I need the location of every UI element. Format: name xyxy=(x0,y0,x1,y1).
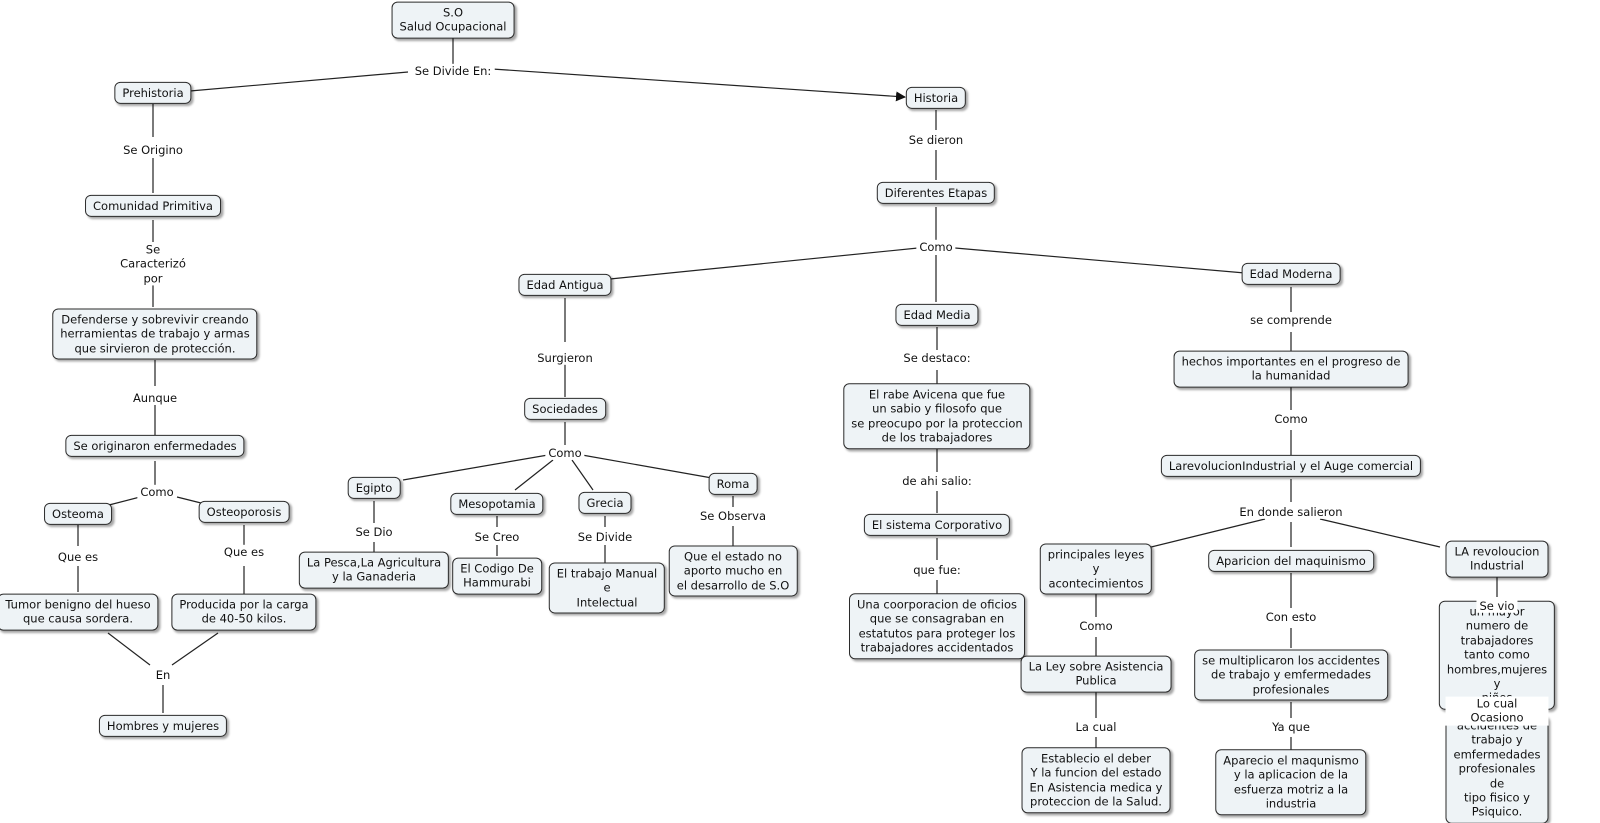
concept-pesca[interactable]: La Pesca,La Agricultura y la Ganaderia xyxy=(298,551,450,589)
concept-prehistoria[interactable]: Prehistoria xyxy=(114,81,192,105)
link-de-ahi-salio: de ahi salio: xyxy=(899,473,975,489)
concept-historia[interactable]: Historia xyxy=(905,86,967,110)
link-se-divide-2: Se Divide xyxy=(574,529,636,545)
concept-enfermedades[interactable]: Se originaron enfermedades xyxy=(65,434,245,458)
concept-principales-leyes[interactable]: principales leyes y acontecimientos xyxy=(1039,543,1153,595)
concept-hechos[interactable]: hechos importantes en el progreso de la … xyxy=(1173,350,1409,388)
link-que-es-1: Que es xyxy=(54,549,102,565)
link-se-dieron: Se dieron xyxy=(905,132,967,148)
concept-sociedades[interactable]: Sociedades xyxy=(524,397,606,421)
concept-coorporacion[interactable]: Una coorporacion de oficios que se consa… xyxy=(849,593,1025,659)
link-aunque: Aunque xyxy=(129,390,181,406)
link-ya-que: Ya que xyxy=(1269,719,1313,735)
concept-multiplicaron[interactable]: se multiplicaron los accidentes de traba… xyxy=(1194,649,1388,701)
link-lo-cual-ocasiono: Lo cual Ocasiono xyxy=(1445,696,1549,726)
link-se-divide: Se Divide En: xyxy=(411,63,495,79)
concept-mesopotamia[interactable]: Mesopotamia xyxy=(450,492,544,516)
link-se-origino: Se Origino xyxy=(120,142,186,158)
concept-estado[interactable]: Que el estado no aporto mucho en el desa… xyxy=(668,545,798,597)
concept-avicena[interactable]: El rabe Avicena que fue un sabio y filos… xyxy=(843,383,1031,449)
concept-mayor-numero[interactable]: un mayor numero de trabajadores tanto co… xyxy=(1438,600,1556,710)
link-en: En xyxy=(152,667,174,683)
concept-ley-asistencia[interactable]: La Ley sobre Asistencia Publica xyxy=(1020,655,1172,693)
link-se-caracterizo: Se Caracterizó por xyxy=(117,242,189,286)
link-se-observa: Se Observa xyxy=(696,508,770,524)
link-como-leyes: Como xyxy=(1076,618,1116,634)
concept-grecia[interactable]: Grecia xyxy=(578,491,632,515)
concept-establecio[interactable]: Establecio el deber Y la funcion del est… xyxy=(1021,747,1171,813)
link-como-enfermedades: Como xyxy=(137,484,177,500)
link-que-es-2: Que es xyxy=(220,544,268,560)
link-surgieron: Surgieron xyxy=(534,350,596,366)
concept-roma[interactable]: Roma xyxy=(708,472,758,496)
concept-root[interactable]: S.O Salud Ocupacional xyxy=(391,1,515,39)
link-en-donde-salieron: En donde salieron xyxy=(1236,504,1346,520)
concept-maquinismo[interactable]: Aparicion del maquinismo xyxy=(1208,549,1374,573)
concept-revolucion-industrial[interactable]: LarevolucionIndustrial y el Auge comerci… xyxy=(1160,454,1422,478)
concept-accidentes[interactable]: accidentes de trabajo y emfermedades pro… xyxy=(1445,714,1549,823)
link-como-etapas: Como xyxy=(916,239,956,255)
concept-diferentes-etapas[interactable]: Diferentes Etapas xyxy=(876,181,996,205)
concept-aparecio[interactable]: Aparecio el maqunismo y la aplicacion de… xyxy=(1215,749,1367,815)
concept-hombres-mujeres[interactable]: Hombres y mujeres xyxy=(98,714,228,738)
concept-codigo[interactable]: El Codigo De Hammurabi xyxy=(452,557,542,595)
concept-edad-antigua[interactable]: Edad Antigua xyxy=(518,273,612,297)
concept-edad-media[interactable]: Edad Media xyxy=(895,303,979,327)
link-con-esto: Con esto xyxy=(1262,609,1320,625)
link-como-hechos: Como xyxy=(1271,411,1311,427)
link-se-dio: Se Dio xyxy=(352,524,396,540)
link-se-creo: Se Creo xyxy=(471,529,523,545)
link-se-destaco: Se destaco: xyxy=(900,350,974,366)
concept-defenderse[interactable]: Defenderse y sobrevivir creando herramie… xyxy=(52,308,258,360)
link-se-vio: Se vio xyxy=(1476,598,1518,614)
link-que-fue: que fue: xyxy=(910,562,964,578)
link-se-comprende: se comprende xyxy=(1247,312,1335,328)
concept-producida[interactable]: Producida por la carga de 40-50 kilos. xyxy=(171,593,317,631)
link-como-sociedades: Como xyxy=(545,445,585,461)
link-la-cual: La cual xyxy=(1072,719,1120,735)
concept-trabajo-manual[interactable]: El trabajo Manual e Intelectual xyxy=(548,562,666,614)
concept-osteoporosis[interactable]: Osteoporosis xyxy=(198,500,290,524)
concept-osteoma[interactable]: Osteoma xyxy=(44,502,112,526)
concept-tumor[interactable]: Tumor benigno del hueso que causa sorder… xyxy=(0,593,159,631)
concept-comunidad-primitiva[interactable]: Comunidad Primitiva xyxy=(85,194,221,218)
concept-edad-moderna[interactable]: Edad Moderna xyxy=(1241,262,1341,286)
concept-revolucion-industrial-2[interactable]: LA revoloucion Industrial xyxy=(1445,540,1549,578)
concept-egipto[interactable]: Egipto xyxy=(347,476,401,500)
concept-sistema-corporativo[interactable]: El sistema Corporativo xyxy=(863,513,1011,537)
